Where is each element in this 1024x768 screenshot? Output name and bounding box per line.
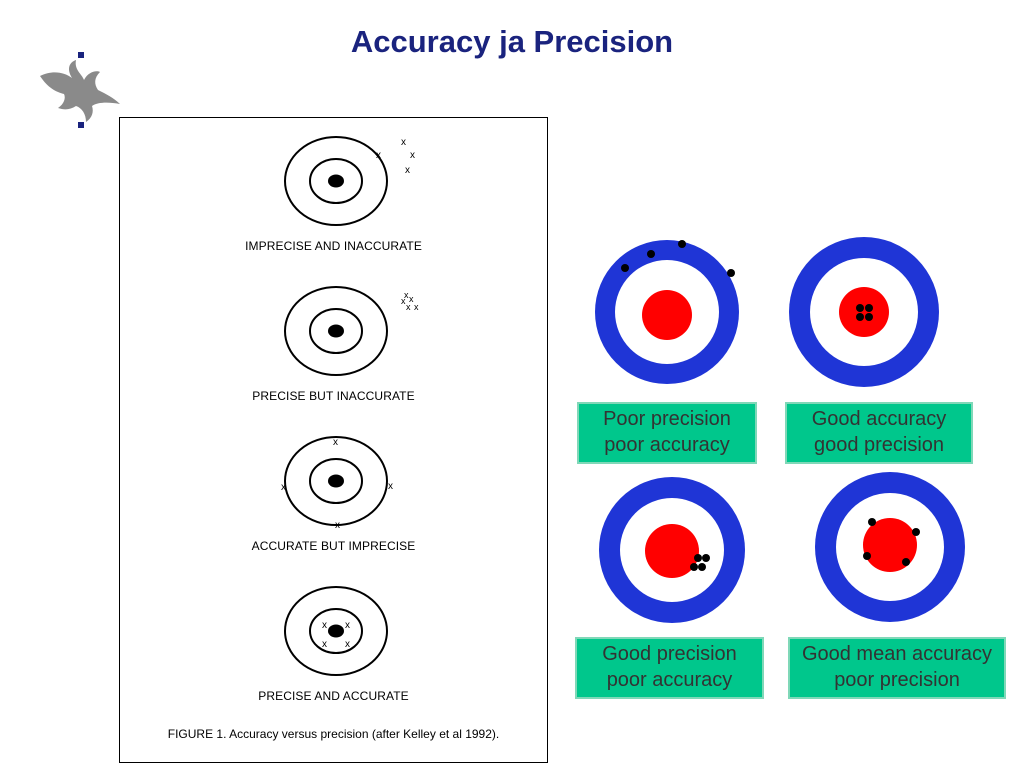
target-accurate-imprecise: x x x x: [281, 436, 393, 531]
svg-text:x: x: [281, 482, 286, 493]
svg-text:x: x: [406, 302, 411, 312]
label-good-mean-accuracy-poor-precision: Good mean accuracy poor precision: [788, 637, 1006, 699]
target-label: ACCURATE BUT IMPRECISE: [251, 539, 416, 553]
svg-text:x: x: [410, 150, 415, 161]
label-good-precision-poor-accuracy: Good precision poor accuracy: [575, 637, 764, 699]
target-good-precision-poor-accuracy: [599, 477, 745, 623]
target-good-accuracy-good-precision: [789, 237, 939, 387]
svg-text:x: x: [414, 302, 419, 312]
target-label: PRECISE BUT INACCURATE: [252, 389, 415, 403]
target-label: PRECISE AND ACCURATE: [258, 689, 409, 703]
accuracy-precision-figure: x x x x x x x x x x: [119, 117, 548, 763]
target-poor-precision-poor-accuracy: [595, 240, 739, 384]
label-poor-precision-poor-accuracy: Poor precision poor accuracy: [577, 402, 757, 464]
target-label: IMPRECISE AND INACCURATE: [245, 239, 422, 253]
svg-text:x: x: [401, 296, 406, 306]
target-precise-accurate: x x x x: [284, 586, 388, 676]
target-precise-inaccurate: x x x x x: [284, 286, 419, 376]
svg-text:x: x: [405, 165, 410, 176]
svg-text:x: x: [322, 620, 327, 631]
svg-text:x: x: [409, 294, 414, 304]
target-imprecise-inaccurate: x x x x: [284, 136, 415, 226]
svg-text:x: x: [322, 639, 327, 650]
slide-title: Accuracy ja Precision: [350, 24, 674, 59]
svg-text:x: x: [376, 150, 381, 161]
svg-text:x: x: [345, 620, 350, 631]
svg-text:x: x: [335, 520, 340, 531]
svg-text:x: x: [401, 137, 406, 148]
colored-targets: [595, 237, 965, 623]
svg-text:x: x: [388, 481, 393, 492]
target-diagrams: x x x x x x x x x x: [281, 136, 419, 676]
svg-text:x: x: [404, 290, 409, 300]
flame-logo-icon: [36, 50, 126, 145]
figure-caption: FIGURE 1. Accuracy versus precision (aft…: [167, 727, 500, 741]
label-good-accuracy-good-precision: Good accuracy good precision: [785, 402, 973, 464]
svg-text:x: x: [333, 437, 338, 448]
svg-text:x: x: [345, 639, 350, 650]
target-good-mean-accuracy-poor-precision: [815, 472, 965, 622]
